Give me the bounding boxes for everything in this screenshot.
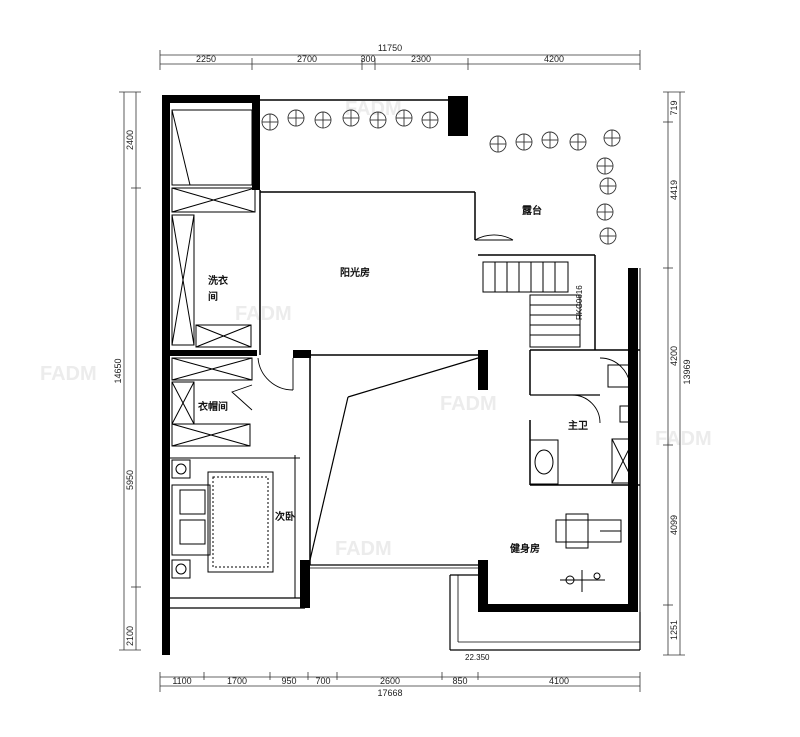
laundry-cabinets — [171, 109, 256, 348]
closet-cabinets — [171, 357, 253, 447]
dim-bottom-3: 950 — [281, 676, 296, 686]
elevation-label: 22.350 — [465, 653, 490, 662]
watermarks: FADM FADM FADM FADM FADM FADM — [40, 98, 712, 560]
left-dimensions — [119, 91, 141, 651]
room-label-laundry-line2: 间 — [208, 290, 218, 303]
svg-text:FADM: FADM — [40, 363, 97, 385]
bathroom-fixtures — [529, 364, 635, 485]
annotation-labels: RKC0616 22.350 — [465, 285, 584, 662]
dim-bottom-4: 700 — [315, 676, 330, 686]
room-label-closet: 衣帽间 — [198, 400, 228, 413]
top-dimension-labels: 11750 2250 2700 300 2300 4200 — [196, 43, 564, 64]
bottom-dimensions — [159, 672, 641, 692]
dim-bottom-2: 1700 — [227, 676, 247, 686]
dim-left-total: 14650 — [113, 358, 123, 383]
svg-text:FADM: FADM — [440, 393, 497, 415]
dim-left-2: 5950 — [125, 470, 135, 490]
staircase — [482, 261, 581, 348]
dim-left-1: 2400 — [125, 130, 135, 150]
svg-text:FADM: FADM — [655, 428, 712, 450]
left-dimension-labels: 14650 2400 5950 2100 — [113, 130, 135, 646]
svg-text:FADM: FADM — [335, 538, 392, 560]
double-bed — [171, 459, 274, 579]
bottom-dimension-labels: 1100 1700 950 700 2600 850 4100 17668 — [172, 676, 569, 698]
room-label-terrace: 露台 — [522, 204, 542, 217]
svg-text:FADM: FADM — [235, 303, 292, 325]
dim-right-total: 13969 — [682, 359, 692, 384]
dim-left-3: 2100 — [125, 626, 135, 646]
svg-text:FADM: FADM — [345, 98, 402, 120]
room-label-laundry-line1: 洗衣 — [208, 274, 228, 287]
dim-top-total: 11750 — [378, 43, 402, 53]
terrace-plants — [261, 109, 621, 245]
right-dimensions — [663, 91, 685, 656]
window-code-label: RKC0616 — [575, 285, 584, 320]
doors — [231, 234, 631, 424]
room-labels: 露台 阳光房 洗衣 间 衣帽间 主卫 次卧 健身房 — [198, 204, 588, 555]
dim-bottom-7: 4100 — [549, 676, 569, 686]
dim-bottom-5: 2600 — [380, 676, 400, 686]
dim-right-3: 4200 — [669, 346, 679, 366]
top-dimensions — [159, 50, 641, 70]
room-label-master-bath: 主卫 — [568, 419, 588, 432]
skylight-outline — [309, 357, 479, 561]
dim-top-2: 2700 — [297, 54, 317, 64]
room-label-second-bedroom: 次卧 — [275, 510, 295, 523]
dim-top-4: 2300 — [411, 54, 431, 64]
dim-bottom-1: 1100 — [172, 676, 191, 686]
dim-top-3: 300 — [360, 54, 375, 64]
right-dimension-labels: 719 4419 4200 4099 1251 13969 — [669, 100, 692, 640]
dim-bottom-6: 850 — [452, 676, 467, 686]
dim-top-5: 4200 — [544, 54, 564, 64]
room-label-sunroom: 阳光房 — [340, 266, 370, 279]
dim-right-4: 4099 — [669, 515, 679, 535]
dim-bottom-total: 17668 — [377, 688, 402, 698]
dim-right-1: 719 — [669, 100, 679, 115]
dim-top-1: 2250 — [196, 54, 216, 64]
room-label-gym: 健身房 — [510, 542, 540, 555]
dim-right-2: 4419 — [669, 180, 679, 200]
dim-right-5: 1251 — [669, 620, 679, 640]
gym-equipment — [555, 513, 622, 592]
walls — [162, 95, 641, 655]
